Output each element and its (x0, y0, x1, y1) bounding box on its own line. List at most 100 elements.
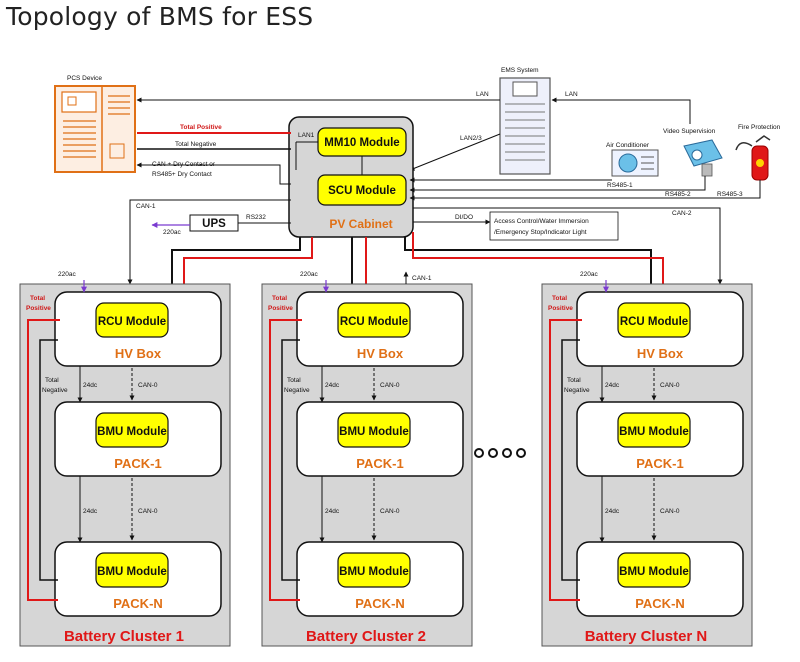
cluster-1-hv-box-label: HV Box (115, 346, 162, 361)
cluster-2-total-negative-label-1: Total (287, 377, 301, 384)
lan23-label: LAN2/3 (460, 135, 482, 142)
cluster-3-bmu-module-n: BMU Module (619, 566, 689, 578)
cluster-1-total-negative-label-1: Total (45, 377, 59, 384)
ems-system: EMS System (499, 67, 551, 175)
cluster-2-packn-label: PACK-N (355, 596, 405, 611)
cluster-2-can1-label: CAN-1 (412, 275, 432, 282)
cluster-3-pack1-label: PACK-1 (636, 456, 683, 471)
cluster-2-can0-label-2: CAN-0 (380, 508, 400, 515)
cluster-2-bmun-box (337, 552, 411, 588)
page-title: Topology of BMS for ESS (6, 2, 314, 31)
cluster-3-total-negative-line (561, 339, 580, 581)
lan-left-label: LAN (476, 91, 489, 98)
cluster-1-bmu-module-1: BMU Module (97, 426, 167, 438)
cluster-power-lines (171, 232, 664, 292)
scu-module: SCU Module (328, 185, 396, 197)
pcs-device-label: PCS Device (67, 75, 102, 82)
cluster-2-bmu-module-n: BMU Module (339, 566, 409, 578)
access-label-1: Access Control/Water Immersion (494, 218, 589, 225)
cluster-2-total-negative-label-2: Negative (284, 387, 310, 394)
lan-right-label: LAN (565, 91, 578, 98)
cluster-1-rcu-module: RCU Module (98, 316, 166, 328)
cluster-1-total-positive-line (27, 319, 60, 601)
cluster-1-packn-label: PACK-N (113, 596, 163, 611)
cluster-3-hv-box-label: HV Box (637, 346, 684, 361)
dido-label: DI/DO (455, 214, 473, 221)
rs485-1-label: RS485-1 (607, 182, 633, 189)
cluster-3-total-positive-label-2: Positive (548, 305, 573, 312)
cluster-3-rcu-box (617, 302, 691, 338)
cluster-1-can0-label-2: CAN-0 (138, 508, 158, 515)
camera-icon (683, 139, 723, 177)
fire-extinguisher-icon (735, 135, 771, 181)
lan1-label: LAN1 (298, 132, 315, 139)
cluster-3-total-negative-label-2: Negative (564, 387, 590, 394)
pv-cabinet: MM10 Module SCU Module PV Cabinet LAN1 (288, 116, 414, 238)
air-conditioner-label: Air Conditioner (606, 142, 650, 149)
cluster-2-name: Battery Cluster 2 (306, 628, 426, 645)
cluster-3-220ac-label: 220ac (580, 271, 598, 278)
cluster-1-can0-label-1: CAN-0 (138, 382, 158, 389)
cluster-1-name: Battery Cluster 1 (64, 628, 184, 645)
can1-top-label: CAN-1 (136, 203, 156, 210)
cluster-1-bmun-box (95, 552, 169, 588)
rs485-lines (409, 176, 761, 201)
can-dry-label-1: CAN + Dry Contact or (152, 161, 216, 168)
cluster-3-total-positive-line (549, 319, 582, 601)
rs485-3-label: RS485-3 (717, 191, 743, 198)
cluster-1-total-negative-line (39, 339, 58, 581)
cluster-3-24dc-label-2: 24dc (605, 508, 620, 515)
cluster-1-220ac-label: 220ac (58, 271, 76, 278)
cluster-3-bmu1-box (617, 412, 691, 448)
cluster-3-bmun-box (617, 552, 691, 588)
cluster-2-bmu1-box (337, 412, 411, 448)
cluster-2-pack1-label: PACK-1 (356, 456, 403, 471)
total-negative-pcs-label: Total Negative (175, 141, 217, 148)
rs485-2-label: RS485-2 (665, 191, 691, 198)
pv-cabinet-label: PV Cabinet (329, 217, 392, 231)
cluster-2-total-positive-label-1: Total (272, 295, 287, 302)
cluster-2-bmu-module-1: BMU Module (339, 426, 409, 438)
cluster-1-total-positive-label-2: Positive (26, 305, 51, 312)
cluster-3-name: Battery Cluster N (585, 628, 708, 645)
access-label-2: /Emergency Stop/Indicator Light (494, 229, 587, 236)
ellipsis-dots (474, 448, 526, 458)
cluster-3-can0-label-2: CAN-0 (660, 508, 680, 515)
cluster-1-total-positive-label-1: Total (30, 295, 45, 302)
can-dry-label-2: RS485+ Dry Contact (152, 171, 212, 178)
cluster-2-hv-box-label: HV Box (357, 346, 404, 361)
cluster-3-bmu-module-1: BMU Module (619, 426, 689, 438)
cluster-3-can0-label-1: CAN-0 (660, 382, 680, 389)
rs232-label: RS232 (246, 214, 266, 221)
fire-protection-label: Fire Protection (738, 124, 781, 131)
cluster-1-bmu-module-n: BMU Module (97, 566, 167, 578)
cluster-2-rcu-box (337, 302, 411, 338)
cluster-3-rcu-module: RCU Module (620, 316, 688, 328)
air-conditioner-icon (611, 149, 659, 177)
cluster-1-total-negative-label-2: Negative (42, 387, 68, 394)
cluster-2-can0-label-1: CAN-0 (380, 382, 400, 389)
ems-system-label: EMS System (501, 67, 539, 74)
cluster-2-total-positive-label-2: Positive (268, 305, 293, 312)
dido-link (413, 211, 619, 241)
pcs-links (136, 132, 291, 185)
cluster-1-pack1-label: PACK-1 (114, 456, 161, 471)
cluster-1-bmu1-box (95, 412, 169, 448)
cluster-2-total-positive-line (269, 319, 302, 601)
total-positive-pcs-label: Total Positive (180, 124, 222, 131)
cluster-2-total-negative-line (281, 339, 300, 581)
cluster-3-total-negative-label-1: Total (567, 377, 581, 384)
can-trunks (127, 199, 723, 285)
cluster-2-24dc-label-2: 24dc (325, 508, 340, 515)
cluster-2-24dc-label-1: 24dc (325, 382, 340, 389)
video-supervision-label: Video Supervision (663, 128, 716, 135)
mm10-module: MM10 Module (324, 137, 399, 149)
ups-label: UPS (202, 218, 226, 230)
cluster-1-24dc-label-1: 24dc (83, 382, 98, 389)
cluster-2-rcu-module: RCU Module (340, 316, 408, 328)
cluster-3-24dc-label-1: 24dc (605, 382, 620, 389)
cluster-1-rcu-box (95, 302, 169, 338)
lan-lines (136, 97, 691, 171)
ups: UPS (151, 214, 291, 232)
